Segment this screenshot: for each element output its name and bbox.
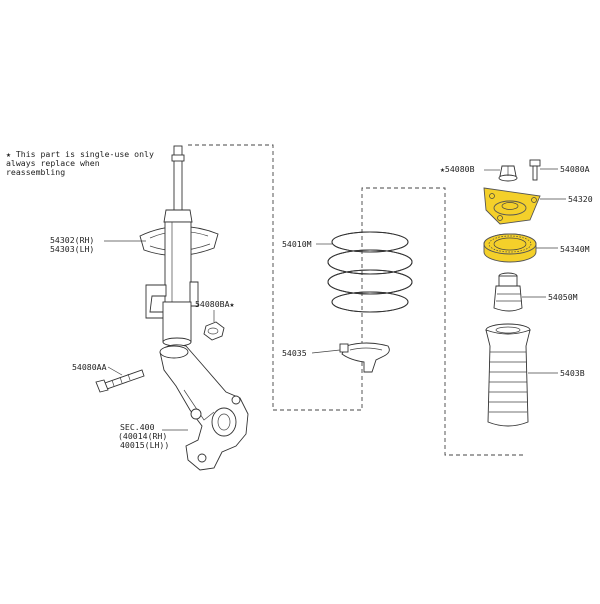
bolt-54080a[interactable] <box>529 159 541 181</box>
note-line-2: always replace when <box>6 158 100 168</box>
steering-knuckle[interactable] <box>159 344 249 471</box>
bump-stop[interactable] <box>493 272 523 312</box>
spring-seat[interactable] <box>339 342 390 373</box>
note-line-3: reassembling <box>6 167 65 177</box>
strut-group-bracket <box>188 144 525 456</box>
label-boot: 5403B <box>560 368 585 378</box>
dust-boot[interactable] <box>485 323 531 427</box>
label-bearing: 54340M <box>560 244 590 254</box>
label-seat: 54035 <box>282 348 307 358</box>
bolt-54080aa[interactable] <box>95 369 145 393</box>
label-mount: 54320 <box>568 194 593 204</box>
label-bolt-a: 54080A <box>560 164 590 174</box>
label-nut-b: ★54080B <box>440 164 475 174</box>
label-bolt-aa: 54080AA <box>72 362 107 372</box>
label-bumper: 54050M <box>548 292 578 302</box>
note-line-1: ★ This part is single-use only <box>6 149 154 159</box>
strut-assembly[interactable] <box>139 145 219 347</box>
label-knuckle-lh: 40015(LH)) <box>120 440 169 450</box>
nut-54080b[interactable] <box>498 165 518 182</box>
strut-mount-insulator[interactable] <box>483 187 541 225</box>
label-nut-ba: 54080BA★ <box>195 299 235 309</box>
nut-54080ba[interactable] <box>203 321 225 341</box>
label-spring: 54010M <box>282 239 312 249</box>
label-sec-ref: SEC.400 <box>120 422 155 432</box>
label-knuckle-rh: (40014(RH) <box>118 431 167 441</box>
label-strut-rh: 54302(RH) <box>50 235 94 245</box>
label-strut-lh: 54303(LH) <box>50 244 94 254</box>
coil-spring[interactable] <box>327 231 413 313</box>
strut-mount-bearing[interactable] <box>483 233 537 263</box>
